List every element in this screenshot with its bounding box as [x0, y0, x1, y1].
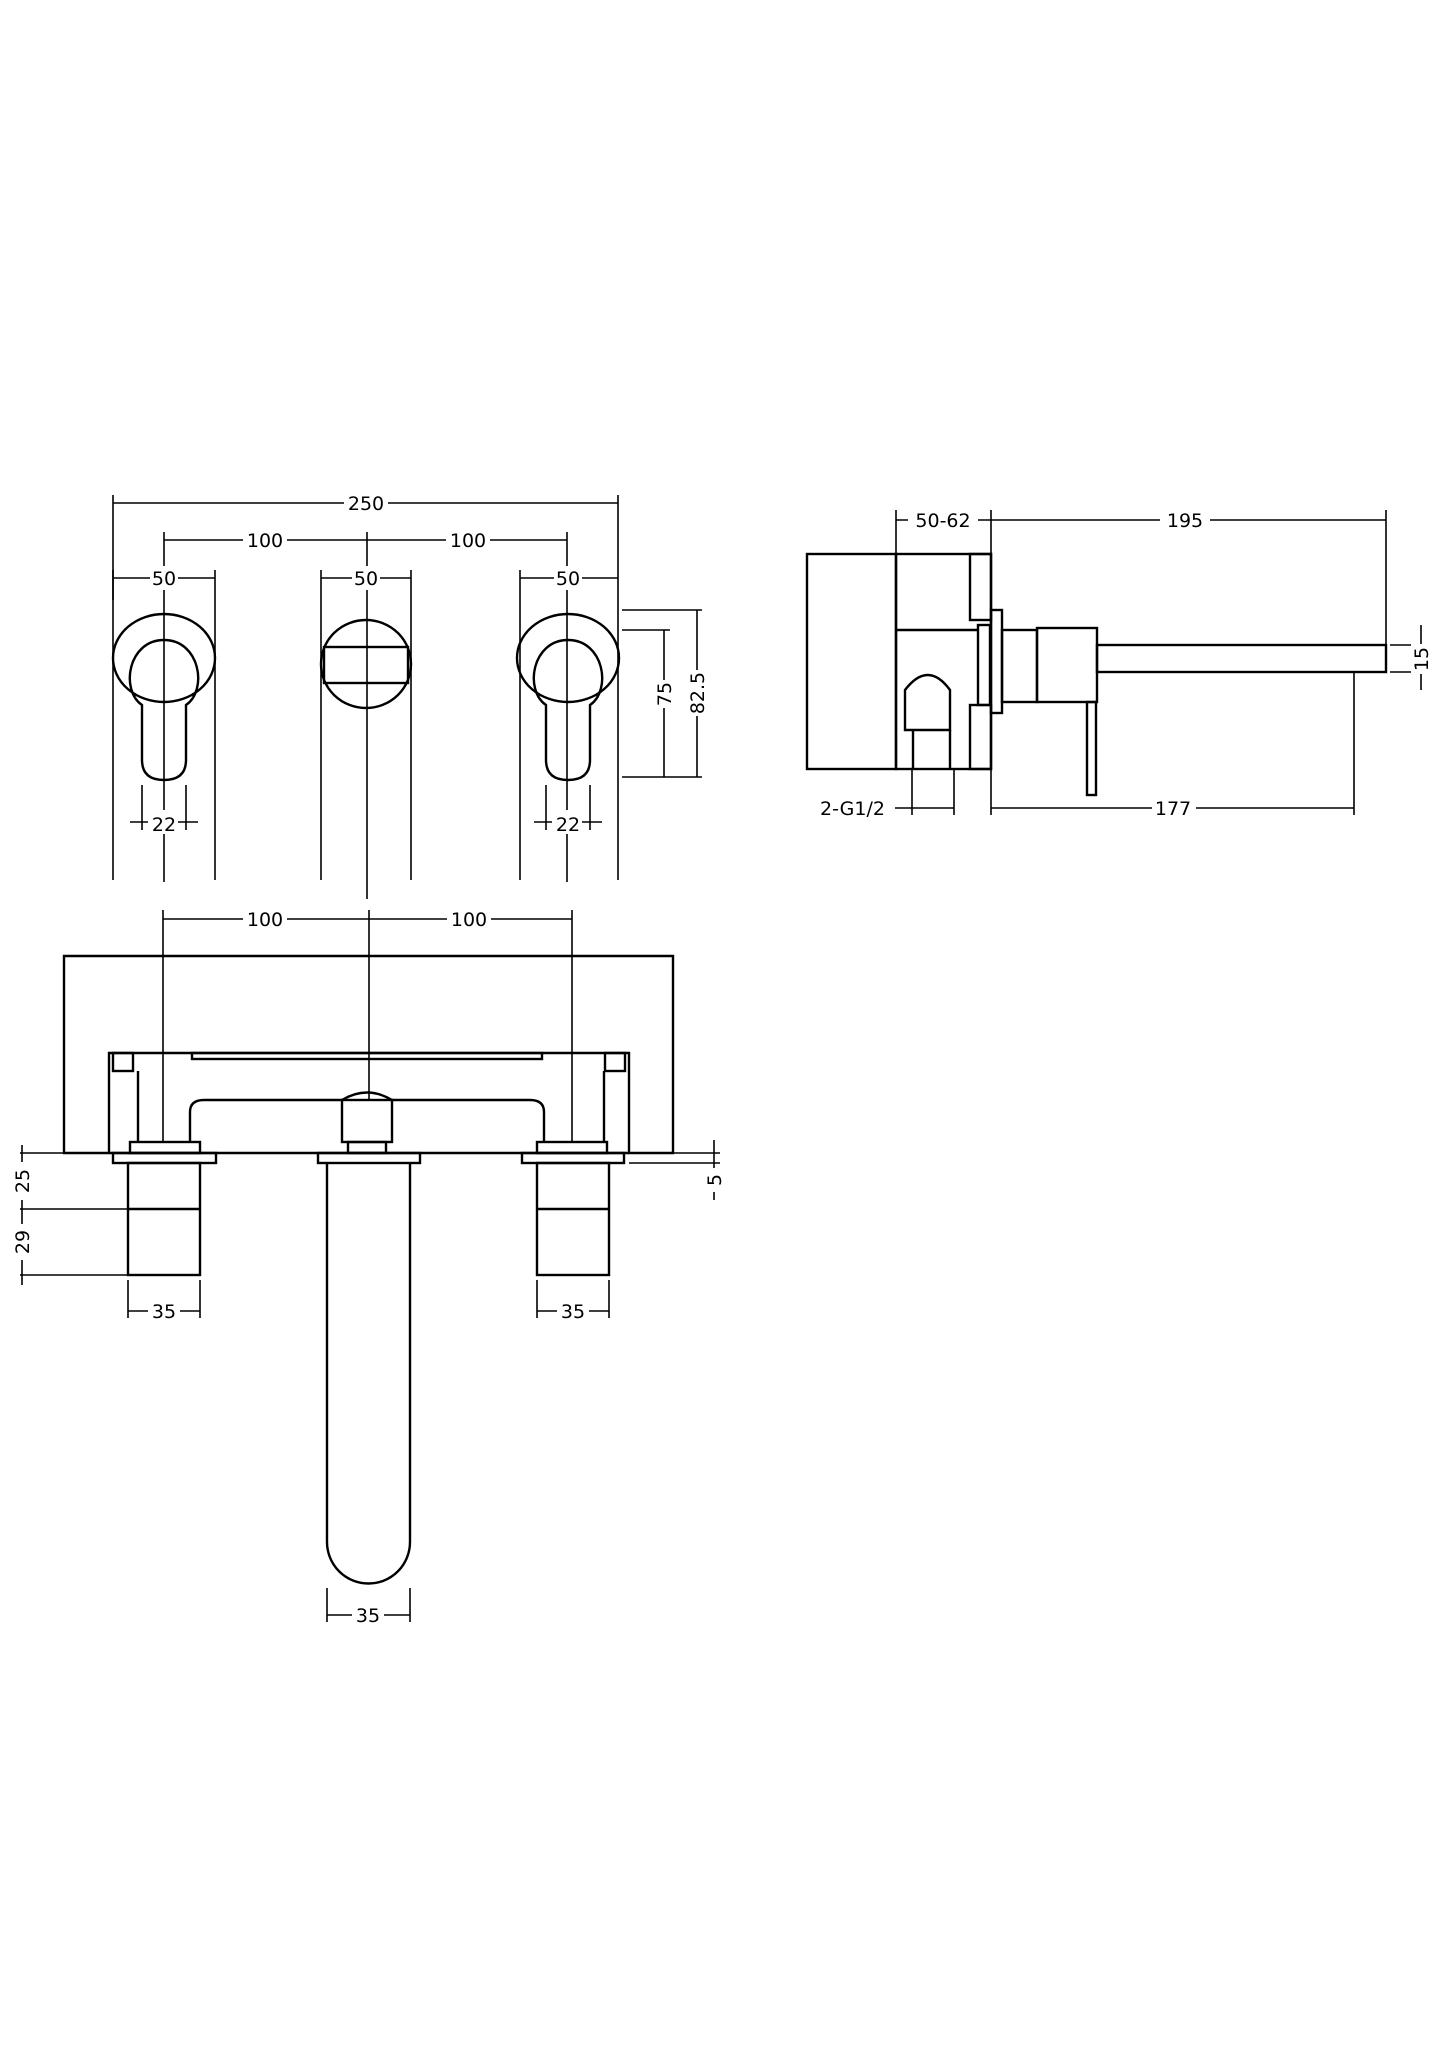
front-view: 250 100 100 50 50 50 [111, 490, 709, 899]
dim-label: 195 [1167, 510, 1203, 532]
dim-label: 22 [152, 814, 176, 836]
dim-label: 25 [12, 1169, 34, 1193]
side-view: 50-62 195 15 2-G1/2 177 [805, 508, 1433, 820]
left-handle-body [126, 1161, 202, 1277]
dim-plates: 50 50 50 [112, 566, 618, 880]
left-handle [111, 612, 217, 782]
dim-overall-width: 250 [112, 490, 619, 880]
dim-label: 100 [247, 530, 283, 552]
dim-label: 250 [348, 493, 384, 515]
plan-view: 100 100 25 29 35 35 35 [12, 907, 726, 1627]
dim-label: 82.5 [687, 672, 709, 714]
dim-label: 5 [704, 1174, 726, 1186]
right-handle [515, 612, 621, 782]
dim-label: 22 [556, 814, 580, 836]
dim-label: 50-62 [915, 510, 970, 532]
spout [325, 1163, 412, 1585]
dim-heights: 75 82.5 [622, 609, 709, 778]
dim-label: 50 [556, 568, 580, 590]
dim-label: 2-G1/2 [820, 798, 885, 820]
dim-label: 35 [356, 1605, 380, 1627]
dim-label: 75 [654, 682, 676, 706]
dim-label: 29 [12, 1230, 34, 1254]
center-diverter [319, 618, 413, 710]
dim-plan: 100 100 25 29 35 35 35 [12, 907, 726, 1627]
dim-label: 35 [561, 1301, 585, 1323]
right-handle-body [535, 1161, 611, 1277]
dim-lever-width: 22 22 [130, 785, 602, 836]
dim-label: 35 [152, 1301, 176, 1323]
wall-section [805, 552, 898, 771]
dim-label: 177 [1155, 798, 1191, 820]
dim-label: 100 [450, 530, 486, 552]
dim-spacing: 100 100 [163, 528, 568, 899]
dim-side: 50-62 195 15 2-G1/2 177 [820, 508, 1433, 820]
left-flange [111, 1151, 218, 1165]
dim-label: 100 [247, 909, 283, 931]
dim-label: 50 [152, 568, 176, 590]
dim-label: 100 [451, 909, 487, 931]
dim-label: 15 [1411, 647, 1433, 671]
right-flange [520, 1151, 626, 1165]
dim-label: 50 [354, 568, 378, 590]
